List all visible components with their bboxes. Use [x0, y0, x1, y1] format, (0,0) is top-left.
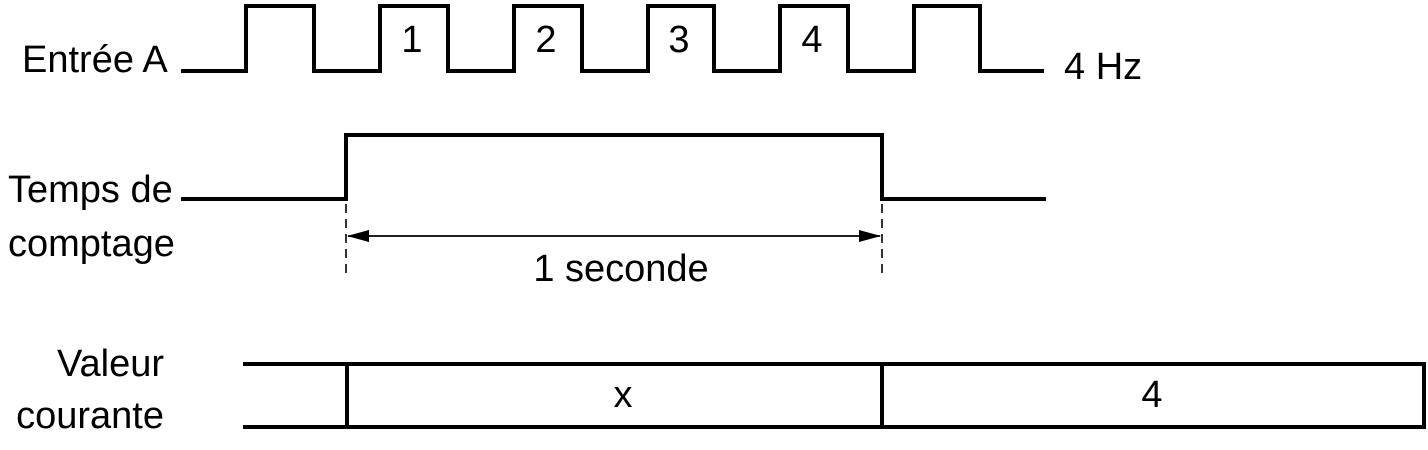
frequency-label: 4 Hz: [1064, 46, 1142, 88]
pulse-number-1: 1: [401, 19, 422, 61]
input-a-label: Entrée A: [22, 39, 168, 81]
counting-time-label-line1: Temps de: [8, 169, 173, 211]
pulse-number-3: 3: [668, 19, 689, 61]
current-value-bus: [243, 362, 1426, 429]
counting-gate-waveform: [181, 133, 1046, 201]
pulse-number-4: 4: [801, 19, 822, 61]
input-a-waveform: [181, 4, 1044, 73]
current-value-row: Valeur courante x 4: [16, 343, 1426, 437]
current-value-label-line2: courante: [16, 395, 164, 437]
value-segment-4: 4: [1141, 374, 1162, 416]
value-segment-x: x: [614, 374, 633, 416]
duration-label: 1 seconde: [533, 248, 708, 290]
current-value-label-line1: Valeur: [57, 343, 164, 385]
pulse-number-2: 2: [535, 19, 556, 61]
input-a-row: Entrée A 1 2 3 4 4 Hz: [22, 4, 1142, 88]
counting-time-row: Temps de comptage 1 seconde: [8, 133, 1046, 290]
counting-time-label-line2: comptage: [8, 223, 175, 265]
